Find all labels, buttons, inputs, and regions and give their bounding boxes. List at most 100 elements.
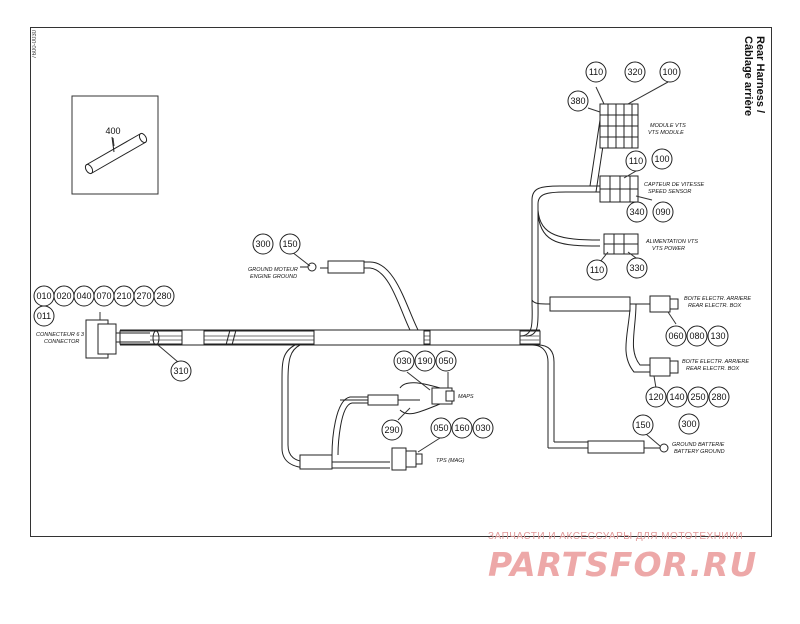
label-speed-fr: CAPTEUR DE VITESSE — [644, 182, 705, 188]
label-engine-ground-en: ENGINE GROUND — [250, 274, 297, 280]
callout-280-rear-text: 280 — [711, 392, 726, 402]
lower-branch — [281, 344, 455, 471]
callout-050-tps-text: 050 — [433, 423, 448, 433]
callout-190 — [414, 350, 436, 372]
callout-140-text: 140 — [669, 392, 684, 402]
callout-120-text: 120 — [648, 392, 663, 402]
callout-300-engine-text: 300 — [255, 239, 270, 249]
callout-150-battery — [632, 414, 654, 436]
callout-310-text: 310 — [173, 366, 188, 376]
title-line-english: Rear Harness / — [754, 36, 766, 114]
callout-080 — [686, 325, 708, 347]
callout-320-text: 320 — [627, 67, 642, 77]
title-line-french: Câblage arrière — [742, 36, 754, 117]
speed-sensor-block — [599, 175, 639, 203]
callout-060-text: 060 — [668, 331, 683, 341]
engine-ground-branch — [300, 260, 419, 331]
callout-050-maps — [435, 350, 457, 372]
callout-150-engine-text: 150 — [282, 239, 297, 249]
callout-numbers: 400 010 020 040 070 210 270 280 011 310 … — [36, 67, 726, 435]
diagram-title: Rear Harness / Câblage arrière — [742, 36, 766, 116]
callout-280-rear — [708, 386, 730, 408]
callout-030-maps — [393, 350, 415, 372]
callout-400-text: 400 — [105, 126, 120, 136]
callout-150-battery-text: 150 — [635, 420, 650, 430]
callout-380 — [567, 90, 589, 112]
callout-280 — [153, 285, 175, 307]
callout-310 — [170, 360, 192, 382]
label-battery-fr: GROUND BATTERIE — [672, 442, 725, 448]
callout-300-engine — [252, 233, 274, 255]
callout-110-power-text: 110 — [590, 265, 604, 275]
callout-290 — [381, 419, 403, 441]
callout-bubbles — [33, 61, 730, 441]
label-rear-box2-fr: BOITE ELECTR. ARRIERE — [682, 359, 749, 365]
inset-box — [71, 95, 159, 195]
vts-module-block — [599, 103, 639, 149]
callout-100-module-text: 100 — [662, 67, 677, 77]
callout-011 — [33, 305, 55, 327]
label-connector-fr: CONNECTEUR 6 3 — [36, 332, 85, 338]
drawing-frame — [30, 27, 772, 537]
callout-090 — [652, 201, 674, 223]
callout-250 — [687, 386, 709, 408]
callout-320 — [624, 61, 646, 83]
label-maps: MAPS — [458, 394, 474, 400]
callout-380-text: 380 — [570, 96, 585, 106]
callout-090-text: 090 — [655, 207, 670, 217]
callout-100-module — [659, 61, 681, 83]
callout-280-text: 280 — [156, 291, 171, 301]
callout-330-text: 330 — [629, 263, 644, 273]
callout-150-engine — [279, 233, 301, 255]
callout-140 — [666, 386, 688, 408]
callout-290-text: 290 — [384, 425, 399, 435]
watermark-logo: PARTSFOR.RU — [488, 545, 758, 584]
leader-lines — [99, 81, 677, 453]
vts-power-block — [603, 233, 639, 255]
label-rear-box2-en: REAR ELECTR. BOX — [686, 366, 740, 372]
callout-100-speed — [651, 148, 673, 170]
callout-210-text: 210 — [116, 291, 131, 301]
callout-110-speed — [625, 150, 647, 172]
watermark-tagline: ЗАПЧАСТИ И АКСЕССУАРЫ ДЛЯ МОТОТЕХНИКИ — [488, 531, 744, 542]
callout-110-power — [586, 259, 608, 281]
label-rear-box1-en: REAR ELECTR. BOX — [688, 303, 742, 309]
callout-030-maps-text: 030 — [396, 356, 411, 366]
callout-010-text: 010 — [36, 291, 51, 301]
callout-340-text: 340 — [629, 207, 644, 217]
callout-070-text: 070 — [96, 291, 111, 301]
callout-300-battery-text: 300 — [681, 419, 696, 429]
label-engine-ground-fr: GROUND MOTEUR — [248, 267, 298, 273]
label-module-en: VTS MODULE — [648, 130, 684, 136]
label-power-fr: ALIMENTATION VTS — [645, 239, 698, 245]
callout-130-text: 130 — [710, 331, 725, 341]
callout-030-tps — [472, 417, 494, 439]
callout-011-text: 011 — [37, 311, 51, 321]
label-power-en: VTS POWER — [652, 246, 685, 252]
tube-400 — [84, 132, 148, 175]
main-trunk — [119, 329, 541, 346]
callout-190-text: 190 — [417, 356, 432, 366]
main-connector-shape — [85, 319, 160, 359]
callout-340 — [626, 201, 648, 223]
callout-250-text: 250 — [690, 392, 705, 402]
connector-labels: CONNECTEUR 6 3 CONNECTOR GROUND MOTEUR E… — [36, 123, 751, 464]
callout-040-text: 040 — [76, 291, 91, 301]
callout-300-battery — [678, 413, 700, 435]
callout-050-tps — [430, 417, 452, 439]
callout-110-module-text: 110 — [589, 67, 603, 77]
label-speed-en: SPEED SENSOR — [648, 189, 691, 195]
callout-060 — [665, 325, 687, 347]
callout-110-module — [585, 61, 607, 83]
label-rear-box1-fr: BOITE ELECTR. ARRIERE — [684, 296, 751, 302]
callout-110-speed-text: 110 — [629, 156, 643, 166]
callout-100-speed-text: 100 — [654, 154, 669, 164]
callout-120 — [645, 386, 667, 408]
callout-020-text: 020 — [56, 291, 71, 301]
callout-160-text: 160 — [454, 423, 469, 433]
label-module-fr: MODULE VTS — [650, 123, 686, 129]
label-tps: TPS (MAG) — [436, 458, 465, 464]
callout-130 — [707, 325, 729, 347]
